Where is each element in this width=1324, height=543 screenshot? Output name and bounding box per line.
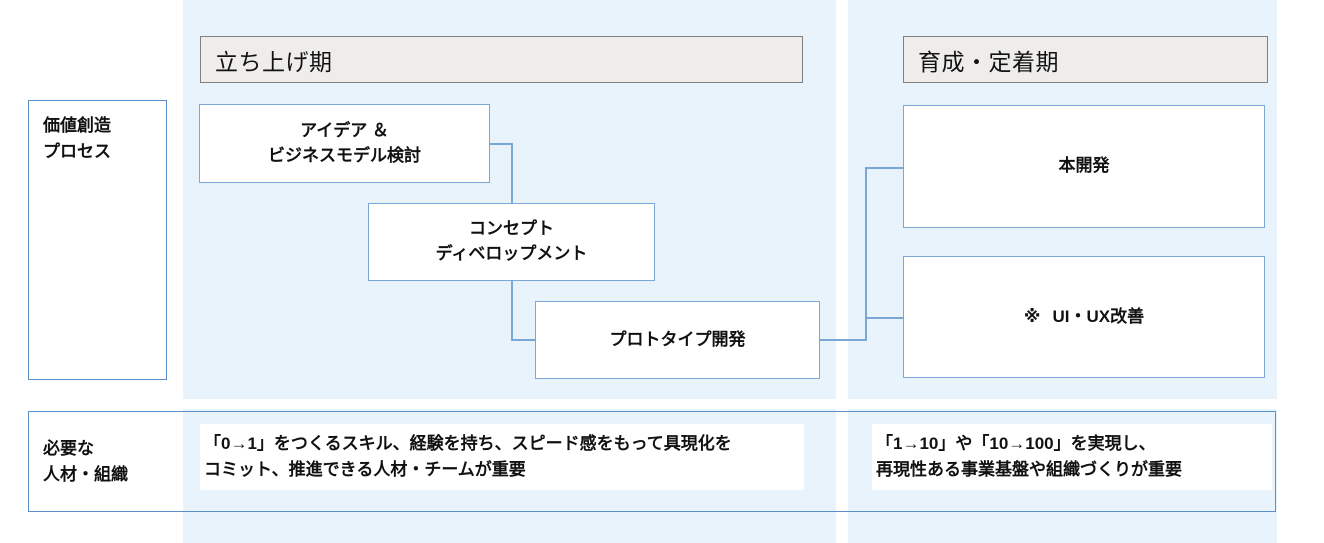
connector-growth-bracket-v <box>865 167 867 340</box>
staffing-note-startup-line1: 「0→1」をつくるスキル、経験を持ち、スピード感をもって具現化を <box>204 433 732 453</box>
reference-mark-icon: ※ <box>1023 306 1041 326</box>
panel-divider-growth <box>848 399 1277 409</box>
step-idea-line2: ビジネスモデル検討 <box>268 145 421 165</box>
panel-divider-startup <box>183 399 836 409</box>
step-idea-line1: アイデア ＆ <box>300 120 389 140</box>
row-label-people-line1: 必要な <box>43 439 94 458</box>
row-label-process-line1: 価値創造 <box>43 116 111 135</box>
row-label-required-people: 必要な 人材・組織 <box>28 411 167 512</box>
staffing-note-startup-line2: コミット、推進できる人材・チームが重要 <box>204 460 526 479</box>
step-concept-line2: ディベロップメント <box>435 244 588 263</box>
step-main-dev-label: 本開発 <box>1058 156 1110 176</box>
connector-idea-to-concept-h1 <box>489 143 513 145</box>
connector-idea-to-concept-v <box>511 143 513 242</box>
step-box-idea[interactable]: アイデア ＆ ビジネスモデル検討 <box>199 104 490 183</box>
phase-header-startup: 立ち上げ期 <box>200 36 803 83</box>
staffing-note-startup: 「0→1」をつくるスキル、経験を持ち、スピード感をもって具現化を コミット、推進… <box>200 424 804 490</box>
connector-bracket-to-main-dev <box>865 167 905 169</box>
step-box-ui-ux-improvement[interactable]: ※ UI・UX改善 <box>903 256 1265 378</box>
staffing-note-growth-line1: 「1→10」や「10→100」を実現し、 <box>876 433 1156 453</box>
row-label-value-creation-process: 価値創造 プロセス <box>28 100 167 380</box>
staffing-note-growth-line2: 再現性ある事業基盤や組織づくりが重要 <box>876 460 1182 479</box>
step-box-prototype[interactable]: プロトタイプ開発 <box>535 301 820 379</box>
row-label-process-line2: プロセス <box>43 141 111 161</box>
phase-header-growth-label: 育成・定着期 <box>918 48 1059 75</box>
connector-concept-to-prototype-v <box>511 241 513 340</box>
connector-prototype-to-bracket-h <box>819 339 867 341</box>
phase-header-startup-label: 立ち上げ期 <box>215 48 333 75</box>
phase-header-growth: 育成・定着期 <box>903 36 1268 83</box>
step-concept-line1: コンセプト <box>469 219 554 239</box>
step-box-concept[interactable]: コンセプト ディベロップメント <box>368 203 655 281</box>
connector-bracket-to-uiux <box>865 317 905 319</box>
step-prototype-label: プロトタイプ開発 <box>609 329 746 349</box>
step-uiux-label: UI・UX改善 <box>1052 306 1145 326</box>
row-label-people-line2: 人材・組織 <box>43 464 128 484</box>
staffing-note-growth: 「1→10」や「10→100」を実現し、 再現性ある事業基盤や組織づくりが重要 <box>872 424 1272 490</box>
connector-concept-to-prototype-h2 <box>511 339 537 341</box>
step-box-main-development[interactable]: 本開発 <box>903 105 1265 228</box>
